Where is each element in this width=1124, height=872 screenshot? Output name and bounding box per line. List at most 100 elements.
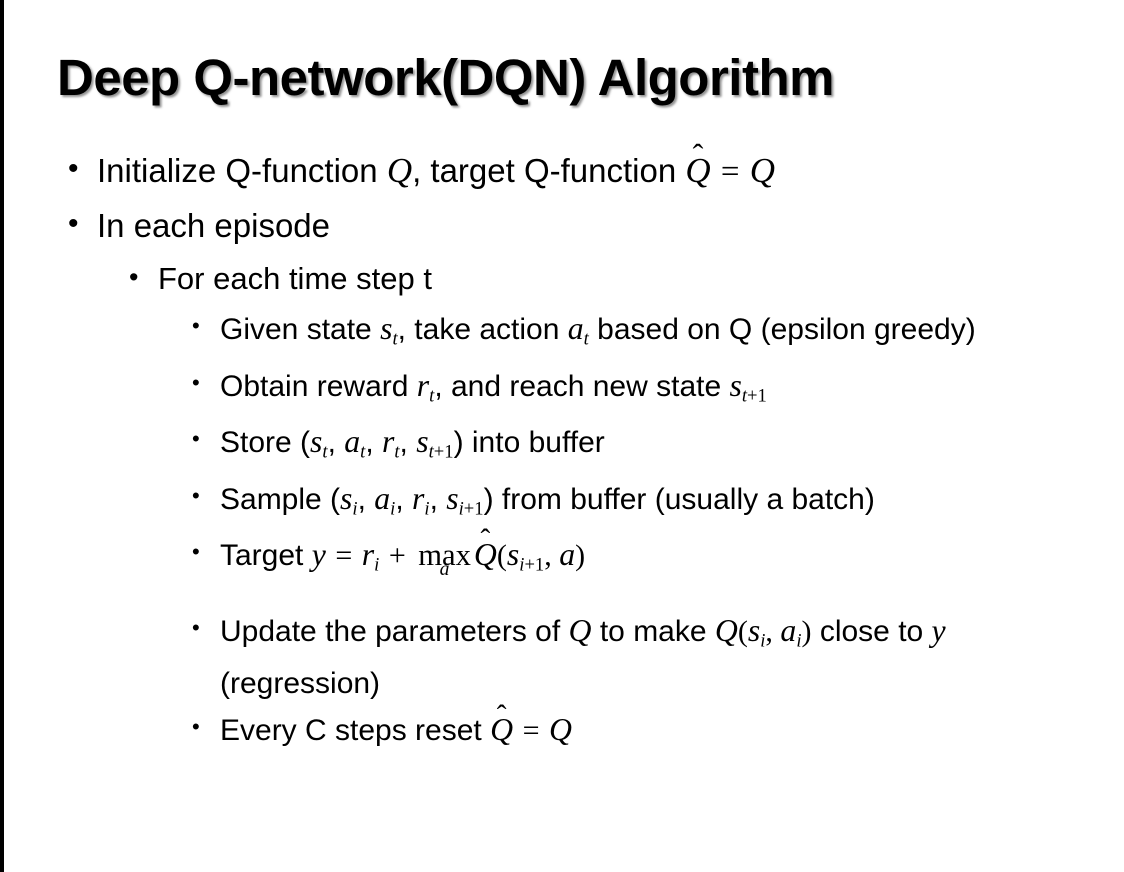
math-a-subscript: t <box>583 328 589 350</box>
math-s-subscript: i <box>352 498 358 520</box>
math-s-subscript: i+1 <box>519 555 544 576</box>
math-s: s <box>729 367 742 403</box>
text-segment: , and reach new state <box>434 369 730 403</box>
math-paren-close: ) <box>575 539 586 573</box>
subscript-offset: +1 <box>433 441 454 463</box>
bullet-marker: • <box>68 207 79 240</box>
subscript-var: t <box>741 385 748 407</box>
bullet-initialize-q-function: • Initialize Q-function Q, target Q-func… <box>0 148 1124 195</box>
text-segment: , <box>357 482 375 516</box>
math-comma: , <box>765 614 781 648</box>
text-segment: based on Q (epsilon greedy) <box>588 313 976 346</box>
text-segment: , <box>327 426 345 460</box>
page-title: Deep Q-network(DQN) Algorithm <box>57 49 834 106</box>
text-segment: , <box>395 482 413 516</box>
math-q: Q <box>714 612 738 648</box>
bullet-text: In each episode <box>97 207 331 244</box>
math-r-subscript: t <box>429 385 435 407</box>
text-segment: close to <box>811 614 932 648</box>
math-a-subscript: i <box>796 630 802 652</box>
bullet-for-each-time-step: • For each time step t <box>0 257 1124 301</box>
math-a: a <box>567 311 584 346</box>
math-a: a <box>374 480 391 516</box>
math-r: r <box>412 480 425 516</box>
bullet-marker: • <box>192 714 200 740</box>
text-segment: , <box>429 482 447 516</box>
subscript-offset: +1 <box>463 498 484 520</box>
math-r: r <box>416 367 430 403</box>
math-a: a <box>559 537 576 573</box>
math-r: r <box>382 424 395 460</box>
math-s-subscript: t+1 <box>742 385 767 406</box>
q-hat-base: Q <box>490 712 514 748</box>
max-limit-variable: a <box>439 559 450 581</box>
math-paren-open: ( <box>496 539 507 573</box>
text-segment: Sample ( <box>220 482 341 516</box>
math-equals: = <box>712 154 748 190</box>
math-paren-open: ( <box>737 614 748 648</box>
text-segment: Store ( <box>220 426 311 460</box>
left-edge-band <box>0 0 4 872</box>
bullet-given-state: • Given state st, take action at based o… <box>0 307 1124 361</box>
text-segment: (regression) <box>220 667 381 701</box>
text-segment: ) from buffer (usually a batch) <box>483 482 875 516</box>
math-s: s <box>380 311 393 346</box>
math-a: a <box>780 612 797 648</box>
bullet-text: Sample (si, ai, ri, si+1) from buffer (u… <box>220 477 1124 531</box>
bullet-in-each-episode: • In each episode <box>0 203 1124 249</box>
math-y: y <box>311 537 326 573</box>
math-s: s <box>310 424 323 460</box>
bullet-text: Obtain reward rt, and reach new state st… <box>220 364 1124 418</box>
bullet-marker: • <box>192 369 200 395</box>
math-y: y <box>931 612 946 648</box>
text-segment: Target <box>220 539 312 573</box>
math-q: Q <box>548 712 572 748</box>
bullet-marker: • <box>68 152 79 185</box>
math-s-subscript: i+1 <box>459 498 484 519</box>
math-r-subscript: i <box>374 554 380 576</box>
bullet-text: Store (st, at, rt, st+1) into buffer <box>220 420 1124 474</box>
bullet-marker: • <box>192 313 200 338</box>
text-segment: ) into buffer <box>453 426 605 460</box>
math-s: s <box>506 537 520 573</box>
bullet-text: Given state st, take action at based on … <box>220 307 1124 361</box>
subscript-offset: +1 <box>747 385 767 407</box>
math-r-subscript: i <box>424 498 430 520</box>
subscript-var: i <box>519 554 525 576</box>
bullet-marker: • <box>129 262 139 292</box>
text-segment: , <box>365 426 382 460</box>
math-r: r <box>361 537 375 573</box>
math-s: s <box>416 424 429 460</box>
text-segment: , take action <box>397 313 568 346</box>
text-segment: , target Q-function <box>412 152 686 189</box>
math-s: s <box>747 612 761 648</box>
math-comma: , <box>544 539 560 573</box>
math-plus: + <box>381 539 414 573</box>
math-q: Q <box>386 151 413 190</box>
math-equals: = <box>327 539 360 573</box>
bullet-text: Initialize Q-function Q, target Q-functi… <box>97 148 1124 195</box>
math-a-subscript: t <box>360 441 366 463</box>
bullet-text: Every C steps reset Q̂ = Q <box>220 708 1124 752</box>
math-q: Q <box>749 151 776 190</box>
text-segment: Given state <box>220 313 381 346</box>
math-s-subscript: t+1 <box>429 442 454 463</box>
math-paren-close: ) <box>801 614 812 648</box>
bullet-marker: • <box>192 482 200 508</box>
max-label: max <box>418 538 471 573</box>
text-segment: Initialize Q-function <box>97 152 387 189</box>
math-s-subscript: i <box>760 630 766 652</box>
math-a: a <box>344 424 361 460</box>
bullet-sample-from-buffer: • Sample (si, ai, ri, si+1) from buffer … <box>0 477 1124 531</box>
math-s-subscript: t <box>392 328 398 350</box>
bullet-store-transition: • Store (st, at, rt, st+1) into buffer <box>0 420 1124 474</box>
bullet-marker: • <box>192 614 200 640</box>
math-r-subscript: t <box>394 441 400 463</box>
q-hat-base: Q <box>685 151 711 190</box>
math-q-hat: Q̂ <box>474 539 497 571</box>
subscript-var: t <box>428 441 434 463</box>
